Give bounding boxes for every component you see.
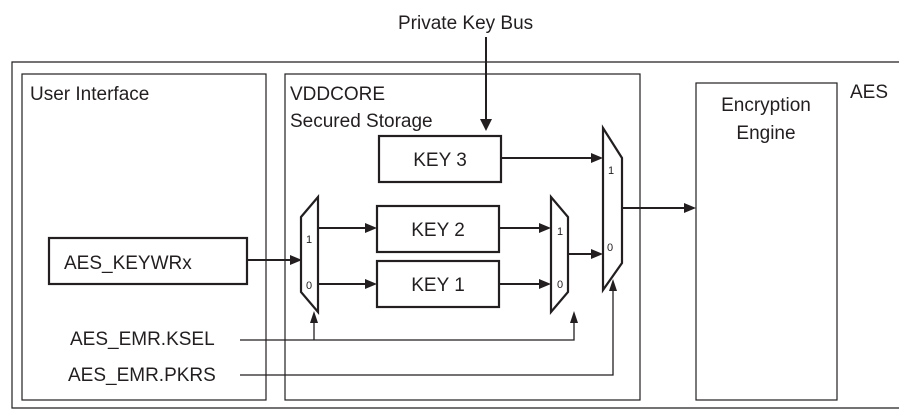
mux-write-select [299, 194, 320, 315]
mux-private-key-select-in-1: 1 [608, 165, 614, 177]
secured-storage-label-1: VDDCORE [290, 84, 385, 105]
key3-label: KEY 3 [413, 150, 467, 171]
mux-key-select-in-1: 1 [557, 226, 563, 238]
key1-label: KEY 1 [411, 275, 465, 296]
key2-label: KEY 2 [411, 220, 465, 241]
ksel-label: AES_EMR.KSEL [70, 329, 215, 350]
secured-storage-region [284, 73, 641, 401]
ksel-arrow-mux-key [570, 311, 578, 323]
private-key-bus-label: Private Key Bus [398, 13, 533, 34]
mux-private-key-select [601, 124, 624, 294]
encryption-engine-label-2: Engine [736, 123, 795, 144]
wire-key2-to-mux-arrow [539, 223, 551, 233]
mux-write-select-in-0: 0 [306, 280, 312, 292]
key2-box [375, 204, 501, 254]
mux-write-select-in-1: 1 [306, 234, 312, 246]
wire-mux-to-mux-arrow [591, 249, 603, 259]
wire-mux-to-key2-arrow [365, 223, 377, 233]
wire-mux-to-key1-arrow [365, 279, 377, 289]
aes-keywrx-box [47, 236, 249, 286]
aes-keywrx-label: AES_KEYWRx [64, 253, 192, 274]
key1-box [375, 259, 501, 309]
mux-key-select-in-0: 0 [557, 279, 563, 291]
pkrs-wire [240, 290, 614, 376]
secured-storage-label-2: Secured Storage [290, 111, 433, 132]
user-interface-label: User Interface [30, 84, 149, 105]
wire-keywrx-arrow [290, 255, 302, 265]
private-key-bus-arrow [480, 119, 492, 131]
ksel-wire [240, 322, 575, 341]
ksel-arrow-mux-write [310, 311, 318, 323]
wire-key1-to-mux-arrow [539, 279, 551, 289]
aes-block-outline [11, 61, 899, 409]
pkrs-arrow [609, 279, 617, 291]
wire-mux-to-engine-arrow [684, 203, 696, 213]
encryption-engine-label-1: Encryption [721, 95, 811, 116]
aes-block-label: AES [850, 82, 888, 103]
encryption-engine-box [695, 82, 838, 401]
pkrs-label: AES_EMR.PKRS [68, 365, 216, 386]
mux-key-select [549, 194, 570, 315]
wire-key3-to-mux-arrow [591, 153, 603, 163]
mux-private-key-select-in-0: 0 [607, 242, 613, 254]
user-interface-region [21, 73, 267, 401]
